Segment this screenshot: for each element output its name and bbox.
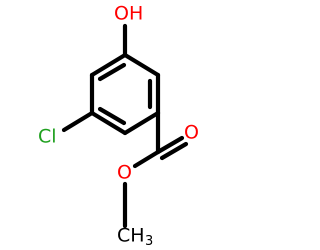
chlorine-label: Cl xyxy=(38,126,57,148)
hydroxyl-label: OH xyxy=(114,3,143,25)
ring-bond-c1-c2 xyxy=(89,52,128,78)
ring-double-bond-inner-1 xyxy=(97,62,127,82)
ring-double-bond-inner-2 xyxy=(97,106,127,126)
bond-carbonyl-ester-oxygen xyxy=(132,149,161,169)
methyl-subscript: 3 xyxy=(145,234,153,249)
methyl-label: CH xyxy=(117,225,145,247)
ester-oxygen-label: O xyxy=(117,162,132,184)
bond-carbonyl-double-2 xyxy=(159,141,189,161)
bond-ring-chlorine xyxy=(61,110,95,133)
ring-bond-c6-c1 xyxy=(122,52,161,78)
molecule-structure: OH Cl O O CH 3 xyxy=(38,3,199,250)
bond-carbonyl-double-1 xyxy=(155,135,185,155)
ring-bond-c4-c5 xyxy=(122,110,161,136)
ring-bond-c3-c4 xyxy=(89,110,128,136)
carbonyl-oxygen-label: O xyxy=(184,122,199,144)
